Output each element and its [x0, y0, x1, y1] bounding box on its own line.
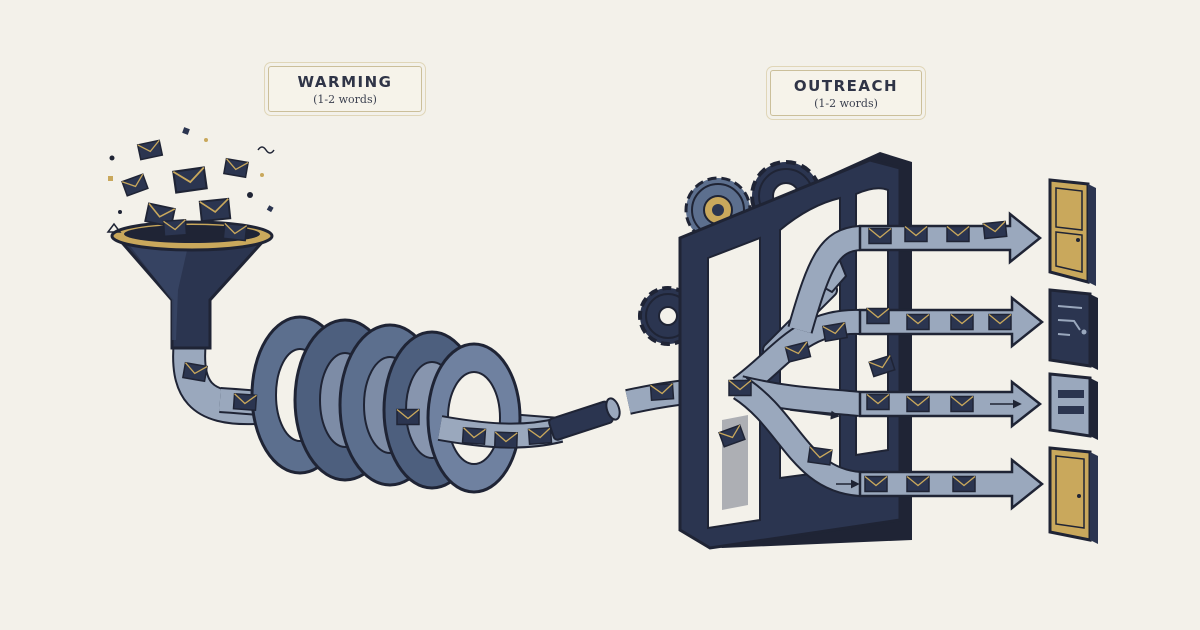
warming-stage-label: WARMING (1-2 words) — [268, 66, 422, 112]
outreach-title: OUTREACH — [793, 77, 899, 95]
outreach-stage-label: OUTREACH (1-2 words) — [770, 70, 922, 116]
door-icon — [1048, 178, 1096, 286]
routing-arrows — [718, 211, 1045, 511]
warming-title: WARMING — [297, 73, 393, 91]
incoming-emails — [106, 127, 275, 242]
door-icon — [1048, 446, 1098, 544]
document-icon — [1048, 288, 1098, 370]
form-icon — [1048, 372, 1098, 440]
coil-rings-icon — [182, 315, 621, 494]
funnel-icon — [110, 220, 274, 426]
outreach-subtitle: (1-2 words) — [814, 97, 878, 110]
warming-subtitle: (1-2 words) — [313, 93, 377, 106]
